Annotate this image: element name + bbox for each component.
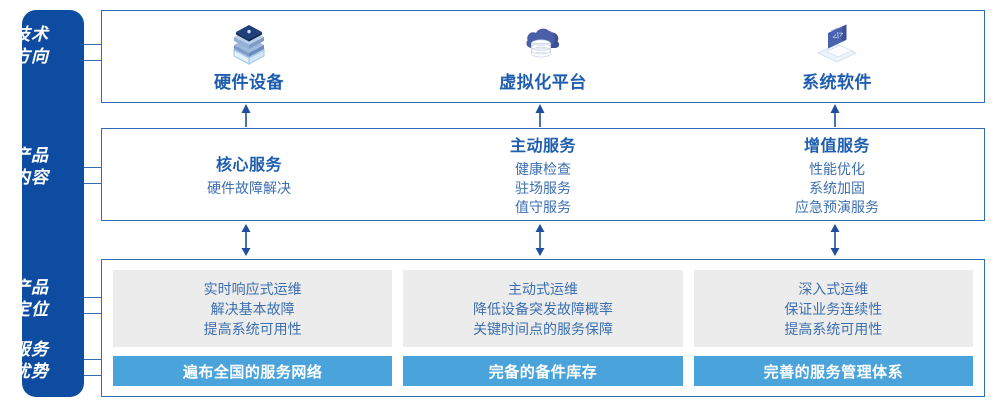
content-item: 健康检查 [515,161,571,177]
arrow-up-virtualization [533,104,547,132]
sidebar-label-tech-direction-line2: 方向 [13,47,49,66]
sidebar-label-product-positioning-line2: 定位 [13,300,49,319]
positioning-line: 提高系统可用性 [203,320,302,337]
content-item: 系统加固 [809,180,865,196]
laptop-code-icon: </> [806,20,868,66]
server-stack-icon [218,20,280,66]
sidebar-label-tech-direction: 技术 方向 [0,24,62,68]
positioning-box-indepth[interactable]: 深入式运维 保证业务连续性 提高系统可用性 [693,270,973,347]
connector-line-advantage-bottom [84,375,101,376]
tech-label-hardware: 硬件设备 [214,73,284,92]
tech-label-virtualization: 虚拟化平台 [499,73,587,92]
arrow-up-hardware [239,104,253,132]
sidebar-label-product-content: 产品 内容 [0,145,62,189]
content-item: 值守服务 [515,199,571,215]
arrow-double-proactive-service [533,224,547,261]
content-title-proactive-service: 主动服务 [509,138,576,155]
connector-line-tech-top [84,44,101,45]
positioning-line: 实时响应式运维 [203,280,302,297]
sidebar-label-service-advantage-line2: 优势 [13,362,49,381]
content-column-proactive-service[interactable]: 主动服务 健康检查 驻场服务 值守服务 [396,129,690,220]
arrow-double-value-added-service [828,224,842,261]
tech-label-system-software: 系统软件 [802,73,872,92]
content-title-value-added-service: 增值服务 [803,138,870,155]
connector-line-positioning-top [84,297,101,298]
tech-column-virtualization[interactable]: 虚拟化平台 [396,11,690,102]
sidebar-label-product-content-line2: 内容 [13,168,49,187]
content-item: 驻场服务 [515,180,571,196]
connector-line-positioning-bottom [84,313,101,314]
svg-text:</>: </> [831,29,846,42]
connector-line-advantage-top [84,359,101,360]
positioning-line: 主动式运维 [507,280,578,297]
content-column-core-service[interactable]: 核心服务 硬件故障解决 [102,129,396,220]
advantage-row: 遍布全国的服务网络 完备的备件库存 完善的服务管理体系 [113,356,973,386]
positioning-line: 保证业务连续性 [784,300,883,317]
sidebar-label-service-advantage-line1: 服务 [13,340,49,359]
product-content-panel: 核心服务 硬件故障解决 主动服务 健康检查 驻场服务 值守服务 增值服务 性能优… [101,128,985,221]
positioning-row: 实时响应式运维 解决基本故障 提高系统可用性 主动式运维 降低设备突发故障概率 … [113,270,973,347]
sidebar-label-tech-direction-line1: 技术 [13,25,49,44]
content-item: 性能优化 [809,161,865,177]
sidebar-label-product-positioning-line1: 产品 [13,278,49,297]
positioning-line: 深入式运维 [798,280,869,297]
positioning-line: 解决基本故障 [210,300,295,317]
positioning-line: 关键时间点的服务保障 [472,320,613,337]
tech-column-hardware[interactable]: 硬件设备 [102,11,396,102]
cloud-database-icon [512,20,574,66]
connector-line-content-bottom [84,183,101,184]
arrow-up-system-software [828,104,842,132]
content-column-value-added-service[interactable]: 增值服务 性能优化 系统加固 应急预演服务 [690,129,984,220]
content-item: 应急预演服务 [795,199,879,215]
sidebar-label-service-advantage: 服务 优势 [0,339,62,383]
tech-direction-panel: 硬件设备 [101,10,985,103]
sidebar-label-product-positioning: 产品 定位 [0,277,62,321]
advantage-bar-management-system[interactable]: 完善的服务管理体系 [693,356,973,386]
positioning-box-realtime[interactable]: 实时响应式运维 解决基本故障 提高系统可用性 [113,270,393,347]
positioning-line: 降低设备突发故障概率 [472,300,613,317]
tech-column-system-software[interactable]: </> 系统软件 [690,11,984,102]
sidebar-panel [22,10,84,397]
positioning-line: 提高系统可用性 [784,320,883,337]
sidebar-label-product-content-line1: 产品 [13,146,49,165]
connector-line-tech-bottom [84,60,101,61]
arrow-double-core-service [239,224,253,261]
content-title-core-service: 核心服务 [215,157,282,174]
advantage-bar-service-network[interactable]: 遍布全国的服务网络 [113,356,393,386]
positioning-box-proactive[interactable]: 主动式运维 降低设备突发故障概率 关键时间点的服务保障 [403,270,683,347]
advantage-bar-spare-parts[interactable]: 完备的备件库存 [403,356,683,386]
connector-line-content-top [84,167,101,168]
content-item: 硬件故障解决 [207,180,291,196]
positioning-advantage-panel: 实时响应式运维 解决基本故障 提高系统可用性 主动式运维 降低设备突发故障概率 … [101,259,985,397]
